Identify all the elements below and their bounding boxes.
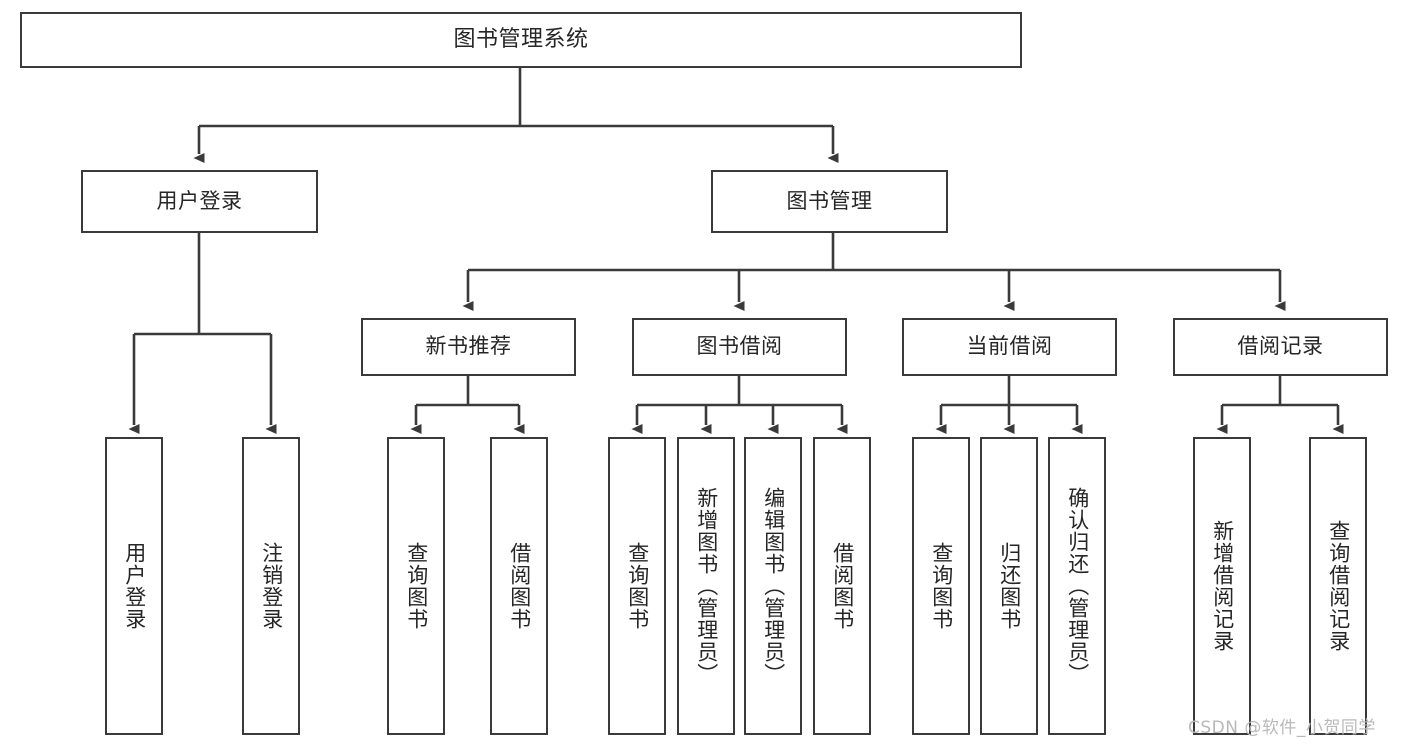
leaf-query-book-borrow[interactable]: 查询图书 xyxy=(608,437,666,735)
node-book-borrow[interactable]: 图书借阅 xyxy=(632,318,847,376)
node-label: 编辑图书（管理员） xyxy=(761,487,786,685)
leaf-edit-book-admin[interactable]: 编辑图书（管理员） xyxy=(744,437,802,735)
node-book-management[interactable]: 图书管理 xyxy=(711,170,948,233)
leaf-add-book-admin[interactable]: 新增图书（管理员） xyxy=(677,437,735,735)
leaf-confirm-return-admin[interactable]: 确认归还（管理员） xyxy=(1048,437,1106,735)
node-label: 确认归还（管理员） xyxy=(1065,487,1090,685)
node-label: 图书管理 xyxy=(786,188,873,213)
node-label: 借阅图书 xyxy=(507,542,532,630)
node-label: 用户登录 xyxy=(156,188,243,213)
leaf-query-book-current[interactable]: 查询图书 xyxy=(912,437,970,735)
leaf-add-borrow-record[interactable]: 新增借阅记录 xyxy=(1193,437,1251,735)
node-user-login[interactable]: 用户登录 xyxy=(81,170,318,233)
leaf-query-book-recommend[interactable]: 查询图书 xyxy=(387,437,445,735)
node-root-book-management-system[interactable]: 图书管理系统 xyxy=(20,12,1022,68)
node-label: 借阅记录 xyxy=(1237,334,1324,359)
leaf-borrow-book[interactable]: 借阅图书 xyxy=(813,437,871,735)
node-label: 当前借阅 xyxy=(966,334,1053,359)
node-label: 借阅图书 xyxy=(830,542,855,630)
node-label: 用户登录 xyxy=(122,542,147,630)
node-label: 查询图书 xyxy=(625,542,650,630)
node-label: 查询图书 xyxy=(404,542,429,630)
watermark-csdn: CSDN @软件_小贺同学 xyxy=(1188,718,1376,738)
node-borrow-record[interactable]: 借阅记录 xyxy=(1173,318,1388,376)
node-label: 图书管理系统 xyxy=(453,26,589,52)
leaf-user-login[interactable]: 用户登录 xyxy=(105,437,163,735)
leaf-logout[interactable]: 注销登录 xyxy=(242,437,300,735)
leaf-borrow-book-recommend[interactable]: 借阅图书 xyxy=(490,437,548,735)
node-current-borrow[interactable]: 当前借阅 xyxy=(902,318,1117,376)
node-label: 归还图书 xyxy=(997,542,1022,630)
leaf-return-book[interactable]: 归还图书 xyxy=(980,437,1038,735)
node-new-book-recommend[interactable]: 新书推荐 xyxy=(361,318,576,376)
leaf-query-borrow-record[interactable]: 查询借阅记录 xyxy=(1309,437,1367,735)
node-label: 查询图书 xyxy=(929,542,954,630)
node-label: 注销登录 xyxy=(259,542,284,630)
node-label: 图书借阅 xyxy=(696,334,783,359)
node-label: 查询借阅记录 xyxy=(1326,520,1351,652)
node-label: 新增借阅记录 xyxy=(1210,520,1235,652)
node-label: 新增图书（管理员） xyxy=(694,487,719,685)
node-label: 新书推荐 xyxy=(425,334,512,359)
